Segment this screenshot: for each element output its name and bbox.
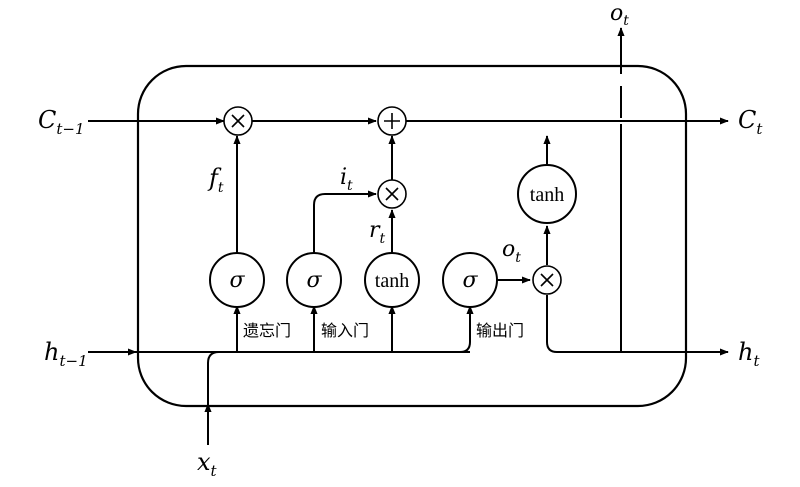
o-signal-label: ot	[502, 237, 521, 266]
x-sub: t	[211, 462, 218, 480]
input-gate-path	[313, 190, 377, 253]
h-out-main: h	[738, 338, 753, 366]
forget-multiply-op	[223, 106, 253, 136]
candidate-tanh-node: tanh	[364, 252, 420, 308]
i-main: i	[340, 165, 347, 190]
x-label: xt	[197, 448, 218, 480]
h-out-label: ht	[738, 338, 760, 370]
c-prev-sub: t−1	[56, 120, 84, 138]
tanh-label: tanh	[530, 184, 564, 206]
i-sub: t	[347, 178, 353, 194]
cell-boundary	[136, 64, 688, 408]
o-out-label: ot	[610, 1, 629, 29]
tanh-label: tanh	[375, 270, 409, 292]
forget-gate-sigma: σ	[209, 252, 265, 308]
f-signal-label: ft	[207, 164, 224, 196]
input-multiply-op	[377, 179, 407, 209]
i-signal-label: it	[340, 165, 353, 194]
h-out-sub: t	[753, 352, 760, 370]
f-sub: t	[218, 180, 224, 196]
cell-add-op	[377, 106, 407, 136]
o-sub: t	[515, 250, 521, 266]
c-prev-label: Ct−1	[38, 106, 85, 138]
c-prev-main: C	[38, 106, 56, 134]
h-prev-label: ht−1	[44, 338, 88, 370]
output-tanh-node: tanh	[517, 164, 577, 224]
input-gate-sigma: σ	[286, 252, 342, 308]
h-prev-sub: t−1	[59, 352, 87, 370]
c-out-label: Ct	[738, 106, 763, 138]
c-out-sub: t	[756, 120, 763, 138]
x-input-path	[207, 351, 220, 445]
r-signal-label: rt	[369, 218, 386, 247]
h-prev-main: h	[44, 338, 59, 366]
sigma-symbol: σ	[462, 268, 478, 293]
output-multiply-op	[532, 265, 562, 295]
input-gate-label: 输入门	[321, 321, 369, 340]
c-out-main: C	[738, 106, 756, 134]
sigma-symbol: σ	[229, 268, 245, 293]
x-main: x	[197, 448, 211, 476]
output-gate-label: 输出门	[476, 321, 524, 340]
mult-to-h-out	[546, 295, 729, 356]
o-out-sub: t	[623, 13, 629, 29]
output-gate-feed	[459, 305, 474, 353]
o-out-main: o	[610, 1, 623, 26]
o-main: o	[502, 237, 515, 262]
forget-gate-label: 遗忘门	[243, 321, 291, 340]
r-main: r	[369, 218, 381, 243]
r-sub: t	[380, 231, 386, 247]
output-gate-sigma: σ	[442, 252, 498, 308]
sigma-symbol: σ	[306, 268, 322, 293]
